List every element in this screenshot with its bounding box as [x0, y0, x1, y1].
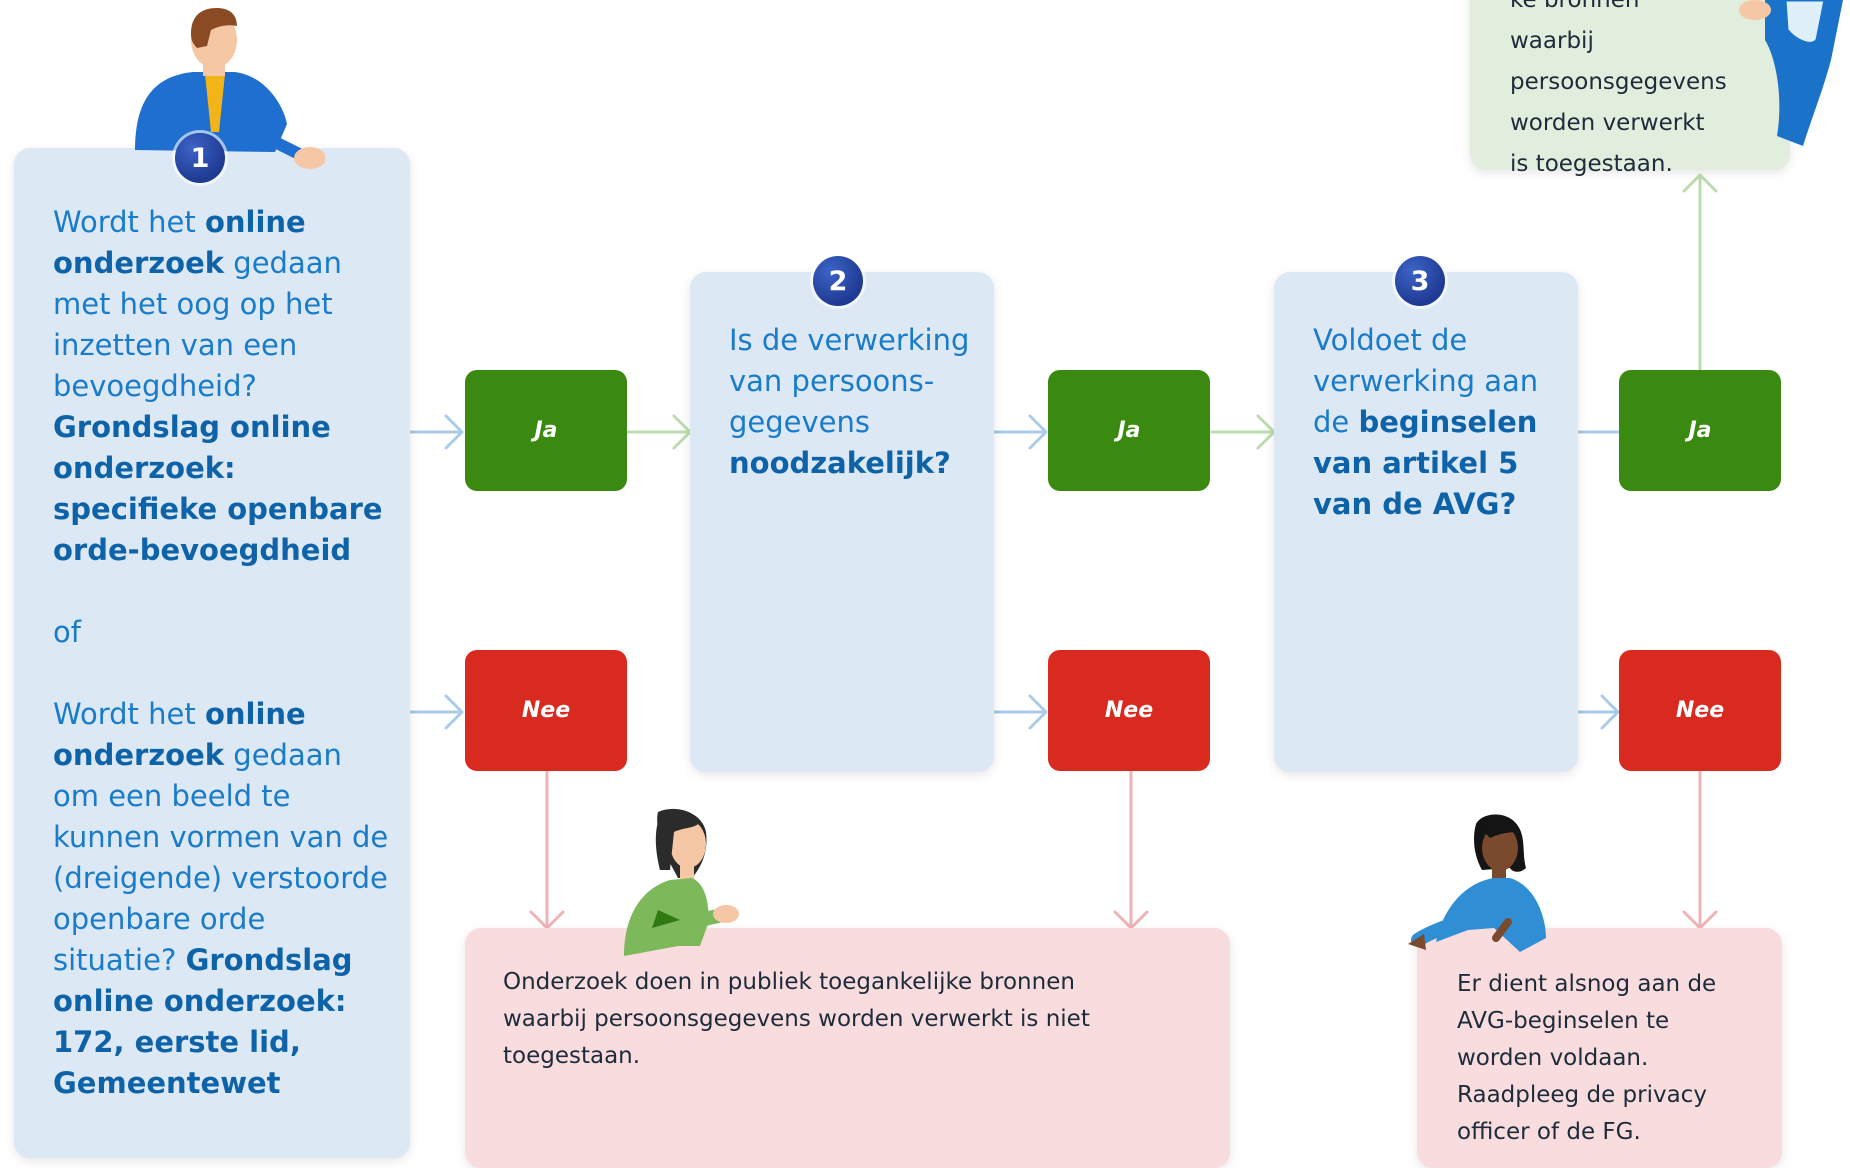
nee-button-1[interactable]: Nee: [465, 650, 627, 771]
nee-label: Nee: [521, 698, 571, 723]
nee-button-3[interactable]: Nee: [1619, 650, 1781, 771]
woman-illustration-1: [624, 808, 739, 956]
question-1a-bold: online onderzoek: [53, 205, 306, 280]
question-3-text: Voldoet de verwerking aan de beginselen …: [1313, 320, 1543, 525]
question-1b-text: Wordt het: [53, 697, 205, 731]
ja-button-2[interactable]: Ja: [1048, 370, 1210, 491]
legal-basis-2: Grondslag online onderzoek: 172, eerste …: [53, 943, 353, 1100]
ja-button-3[interactable]: Ja: [1619, 370, 1781, 491]
ja-label: Ja: [1688, 418, 1712, 443]
nee-label: Nee: [1675, 698, 1725, 723]
outcome-not-allowed-box: Onderzoek doen in publiek toegankelijke …: [465, 928, 1230, 1168]
outcome-allowed-box: ke bronnen waarbij persoonsgegevens word…: [1470, 0, 1790, 177]
question-3-bold: beginselen van artikel 5 van de AVG?: [1313, 405, 1538, 521]
outcome-not-allowed-text: Onderzoek doen in publiek toegankelijke …: [503, 969, 1090, 1069]
question-1-text: Wordt het online onderzoek gedaan met he…: [53, 202, 393, 1104]
step-badge-2: 2: [813, 256, 863, 306]
question-2-bold: noodzakelijk?: [729, 446, 951, 480]
person-illustration-top-right: [1739, 0, 1843, 146]
question-box-3: Voldoet de verwerking aan de beginselen …: [1274, 272, 1578, 772]
or-label: of: [53, 615, 81, 649]
question-2-text: Is de verwerking van persoons­gegevens n…: [729, 320, 979, 484]
outcome-avg-box: Er dient alsnog aan de AVG-beginselen te…: [1417, 928, 1782, 1168]
question-1b-text-2: gedaan om een beeld te kunnen vormen van…: [53, 738, 389, 977]
man-illustration: [135, 8, 325, 169]
legal-basis-1: Grondslag online onderzoek: specifieke o…: [53, 410, 383, 567]
woman-illustration-2: [1408, 814, 1546, 952]
question-1a-text: Wordt het: [53, 205, 205, 239]
step-badge-3: 3: [1395, 256, 1445, 306]
step-badge-1: 1: [175, 133, 225, 183]
nee-button-2[interactable]: Nee: [1048, 650, 1210, 771]
question-box-2: Is de verwerking van persoons­gegevens n…: [690, 272, 994, 772]
question-1a-text-2: gedaan met het oog op het inzetten van e…: [53, 246, 342, 403]
connector-arrows: [408, 173, 1718, 930]
question-2-text-plain: Is de verwerking van persoons­gegevens: [729, 323, 970, 439]
question-1b-bold: online onderzoek: [53, 697, 306, 772]
outcome-avg-text: Er dient alsnog aan de AVG-beginselen te…: [1457, 971, 1717, 1145]
ja-label: Ja: [1117, 418, 1141, 443]
ja-label: Ja: [534, 418, 558, 443]
question-box-1: Wordt het online onderzoek gedaan met he…: [14, 148, 410, 1158]
ja-button-1[interactable]: Ja: [465, 370, 627, 491]
question-3-text-plain: Voldoet de verwerking aan de: [1313, 323, 1539, 439]
nee-label: Nee: [1104, 698, 1154, 723]
outcome-allowed-text: ke bronnen waarbij persoonsgegevens word…: [1510, 0, 1727, 177]
